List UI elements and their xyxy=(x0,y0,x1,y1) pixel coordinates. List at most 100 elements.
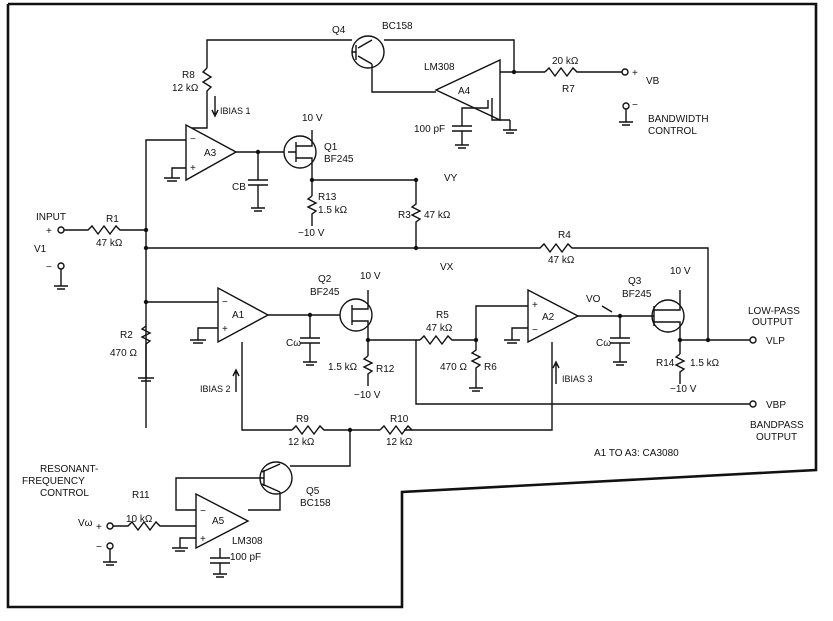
label-plus-in: + xyxy=(46,226,52,237)
resistor-r10 xyxy=(379,424,413,436)
label-ibias2: IBIAS 2 xyxy=(200,384,231,394)
label-resonant-frequency: FREQUENCY xyxy=(22,476,85,487)
wire xyxy=(146,242,709,340)
wire xyxy=(241,342,292,431)
label-q3-v: 10 V xyxy=(670,266,691,277)
transistor-q1-symbol xyxy=(283,135,317,169)
node xyxy=(413,245,419,251)
label-vx: VX xyxy=(440,262,454,273)
wire xyxy=(103,549,117,566)
label-q5-part: BC158 xyxy=(300,498,331,509)
label-r9-val: 12 kΩ xyxy=(288,437,315,448)
label-r1: R1 xyxy=(106,214,119,225)
label-lowpass-output: OUTPUT xyxy=(752,317,793,328)
label-q5: Q5 xyxy=(306,486,320,497)
resistor-r3 xyxy=(410,192,422,248)
label-r14: R14 xyxy=(656,358,675,369)
label-cw2: Cω xyxy=(596,338,611,349)
terminal-input-minus[interactable] xyxy=(57,262,65,270)
wire xyxy=(578,315,646,366)
arrow-ibias2 xyxy=(232,368,240,392)
label-a-note: A1 TO A3: CA3080 xyxy=(594,448,679,459)
label-r8: R8 xyxy=(182,70,195,81)
wire xyxy=(384,39,545,73)
wire xyxy=(172,500,230,578)
wire xyxy=(64,224,146,236)
label-r13-val: 1.5 kΩ xyxy=(318,205,348,216)
label-a2: A2 xyxy=(542,312,555,323)
terminal-input[interactable] xyxy=(57,226,65,234)
label-r6-val: 470 Ω xyxy=(440,362,467,373)
label-ibias3: IBIAS 3 xyxy=(562,374,593,384)
wire xyxy=(352,39,436,93)
label-v1: V1 xyxy=(34,244,47,255)
label-r7: R7 xyxy=(562,84,575,95)
label-r1-val: 47 kΩ xyxy=(96,238,123,249)
wire xyxy=(504,327,528,344)
label-r10-val: 12 kΩ xyxy=(386,437,413,448)
node xyxy=(143,299,149,305)
label-minus-a1: − xyxy=(222,297,228,308)
transistor-q5-symbol xyxy=(259,461,293,495)
label-vo: VO xyxy=(586,294,601,305)
label-q2-part: BF245 xyxy=(310,287,340,298)
label-minus-a5: − xyxy=(200,506,206,517)
label-minus-vw: − xyxy=(96,542,102,553)
wire xyxy=(452,98,517,149)
label-a5: A5 xyxy=(212,516,225,527)
terminal-vw-minus[interactable] xyxy=(106,542,114,550)
resistor-r14 xyxy=(674,353,686,384)
resistor-r8 xyxy=(186,67,213,129)
label-vb: VB xyxy=(646,76,660,87)
node xyxy=(473,337,479,343)
arrow-ibias3 xyxy=(552,360,560,384)
terminal-vbp[interactable] xyxy=(749,400,757,408)
label-r13: R13 xyxy=(318,192,337,203)
label-resonant: RESONANT- xyxy=(40,464,98,475)
label-plus-vb: + xyxy=(632,68,638,79)
label-bandpass: BANDPASS xyxy=(750,420,804,431)
label-r14-val: 1.5 kΩ xyxy=(690,358,720,369)
terminal-bw-minus[interactable] xyxy=(622,102,630,110)
label-q3-part: BF245 xyxy=(622,289,652,300)
terminal-vlp[interactable] xyxy=(749,336,757,344)
label-r5-val: 47 kΩ xyxy=(426,323,453,334)
wire xyxy=(175,463,281,511)
label-vw: Vω xyxy=(78,518,93,529)
label-resonant-control: CONTROL xyxy=(40,488,89,499)
transistor-q3-symbol xyxy=(651,299,685,333)
terminal-vb[interactable] xyxy=(621,68,629,76)
opamp-a4-symbol xyxy=(434,58,501,122)
resistor-r12 xyxy=(362,355,374,386)
opamp-a2-symbol xyxy=(527,288,580,344)
opamp-a3-symbol xyxy=(185,123,238,182)
label-q2-v: 10 V xyxy=(360,271,381,282)
label-q4-part: BC158 xyxy=(382,21,413,32)
resistor-r9 xyxy=(291,424,380,436)
node xyxy=(413,177,419,183)
opamp-a5-symbol xyxy=(195,492,250,550)
label-plus-a2: + xyxy=(532,300,538,311)
label-plus-vw: + xyxy=(96,522,102,533)
node xyxy=(255,149,261,155)
label-lm308-top: LM308 xyxy=(424,62,455,73)
label-r9: R9 xyxy=(296,414,309,425)
label-r12: R12 xyxy=(376,364,395,375)
label-r2: R2 xyxy=(120,330,133,341)
label-q1: Q1 xyxy=(324,142,338,153)
node xyxy=(677,337,683,343)
wire xyxy=(619,109,633,126)
wire xyxy=(236,151,288,212)
label-r4: R4 xyxy=(558,230,571,241)
terminal-vw[interactable] xyxy=(106,522,114,530)
label-a4: A4 xyxy=(458,86,471,97)
label-r3: R3 xyxy=(398,210,411,221)
wire xyxy=(415,340,750,405)
node xyxy=(617,313,623,319)
label-r12-val: 1.5 kΩ xyxy=(328,362,358,373)
label-plus-a5: + xyxy=(200,534,206,545)
arrow-ibias1 xyxy=(211,96,219,118)
label-lowpass: LOW-PASS xyxy=(748,306,800,317)
resistor-r2 xyxy=(138,325,154,382)
wire xyxy=(54,269,68,290)
